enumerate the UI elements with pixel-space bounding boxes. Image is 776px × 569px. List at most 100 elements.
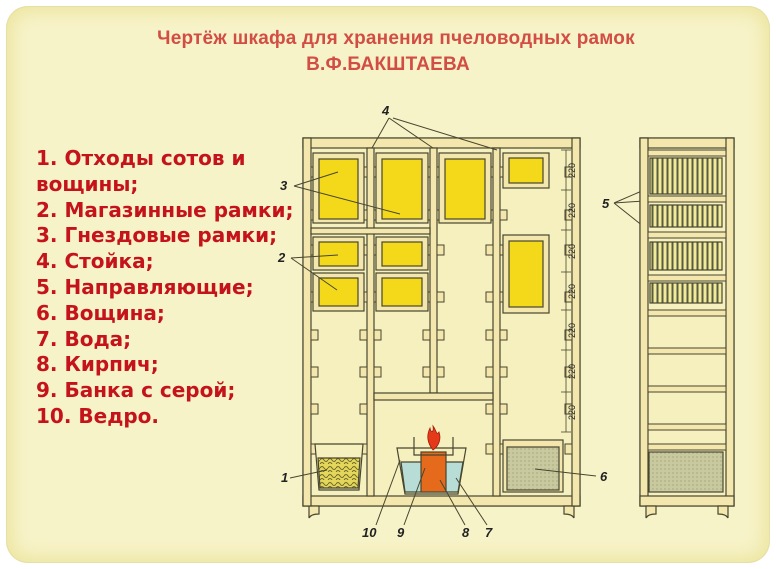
side-guide-rail — [647, 231, 727, 239]
legend-item-10: 10. Ведро. — [36, 403, 160, 428]
guide-peg — [499, 366, 508, 378]
legend-item-4: 4. Стойка; — [36, 249, 154, 274]
guide-peg — [499, 209, 508, 221]
guide-peg — [436, 366, 445, 378]
leader-lines — [289, 117, 659, 526]
post-5 — [571, 137, 581, 507]
front-foot-right — [563, 505, 575, 519]
callout-numbers: 4 3 2 1 5 6 7 8 9 10 — [277, 103, 610, 540]
guide-peg — [359, 403, 368, 415]
callout-7: 7 — [485, 525, 493, 540]
guide-peg — [564, 443, 573, 455]
callout-1: 1 — [281, 470, 288, 485]
callout-9: 9 — [397, 525, 405, 540]
guide-peg — [485, 329, 494, 341]
callout-6: 6 — [600, 469, 608, 484]
leader-8 — [439, 479, 466, 526]
guide-peg — [564, 329, 573, 341]
side-guide-rail — [647, 149, 727, 157]
store-frame-1a — [318, 241, 359, 267]
guide-peg — [485, 403, 494, 415]
side-frames-row-3 — [649, 241, 723, 271]
guide-peg — [499, 329, 508, 341]
leader-4c — [392, 117, 498, 151]
front-foot-left — [308, 505, 320, 519]
wax-sheets — [506, 446, 560, 491]
guide-peg — [373, 329, 382, 341]
dimension-label: 220 — [567, 244, 577, 259]
lower-crossbar — [373, 392, 494, 401]
guide-peg — [359, 366, 368, 378]
front-top-bar — [302, 137, 581, 149]
leader-2b — [290, 257, 338, 291]
store-frame-top — [508, 157, 544, 184]
side-frames-row-1 — [649, 157, 723, 195]
guide-peg — [564, 291, 573, 303]
brick — [420, 451, 447, 493]
leader-7 — [455, 477, 488, 526]
leader-3a — [293, 171, 339, 187]
bottom-items — [314, 424, 564, 495]
leader-9 — [403, 467, 426, 526]
side-post-left — [639, 137, 649, 507]
nest-frame-1 — [318, 158, 359, 220]
guide-peg — [359, 329, 368, 341]
nest-frame-4 — [508, 240, 544, 308]
dimension-label: 220 — [567, 405, 577, 420]
guide-peg — [436, 291, 445, 303]
callout-8: 8 — [462, 525, 470, 540]
guide-peg — [564, 209, 573, 221]
callout-5: 5 — [602, 196, 610, 211]
guide-peg — [422, 366, 431, 378]
side-frames-row-2 — [649, 204, 723, 228]
legend-item-2: 2. Магазинные рамки; — [36, 197, 294, 222]
post-1 — [302, 137, 312, 507]
side-view — [639, 137, 735, 519]
title-line-1: Чертёж шкафа для хранения пчеловодных ра… — [157, 28, 635, 49]
guide-peg — [564, 244, 573, 256]
guide-peg — [436, 329, 445, 341]
row-crossbar-left — [310, 227, 431, 235]
side-foot-right — [717, 505, 729, 519]
guide-peg — [310, 403, 319, 415]
leader-4b — [388, 117, 434, 149]
guide-peg — [485, 291, 494, 303]
guide-peg — [485, 443, 494, 455]
callout-3: 3 — [280, 178, 288, 193]
title-line-2: В.Ф.БАКШТАЕВА — [306, 54, 470, 75]
guide-peg — [436, 244, 445, 256]
store-frame-1b — [318, 277, 359, 307]
guide-peg — [564, 366, 573, 378]
side-guides — [647, 149, 727, 451]
store-frame-2a — [381, 241, 423, 267]
comb-waste — [317, 457, 361, 489]
side-guide-rail — [647, 347, 727, 355]
leader-3b — [293, 185, 401, 215]
side-bottom — [639, 495, 735, 507]
legend-list: 1. Отходы сотов и вощины; 2. Магазинные … — [36, 146, 316, 430]
guide-peg — [564, 403, 573, 415]
guide-peg — [373, 366, 382, 378]
side-wax — [648, 451, 724, 493]
post-3 — [429, 147, 438, 394]
legend-item-3: 3. Гнездовые рамки; — [36, 223, 278, 248]
guide-peg — [422, 329, 431, 341]
front-bottom-bar — [302, 495, 581, 507]
leader-10 — [375, 459, 401, 526]
legend-item-6: 6. Вощина; — [36, 300, 165, 325]
leader-1 — [289, 469, 328, 479]
guide-peg — [310, 329, 319, 341]
side-guide-rail — [647, 309, 727, 317]
legend-item-9: 9. Банка с серой; — [36, 378, 236, 403]
legend-item-1: 1. Отходы сотов и вощины; — [36, 146, 246, 196]
callout-10: 10 — [362, 525, 377, 540]
side-frames-row-4 — [649, 282, 723, 304]
sulfur-flame — [427, 424, 441, 451]
side-guide-rail — [647, 443, 727, 451]
dimension-label: 220 — [567, 323, 577, 338]
guide-peg — [485, 244, 494, 256]
dimension-label: 220 — [567, 163, 577, 178]
legend-item-7: 7. Вода; — [36, 326, 132, 351]
side-post-right — [725, 137, 735, 507]
